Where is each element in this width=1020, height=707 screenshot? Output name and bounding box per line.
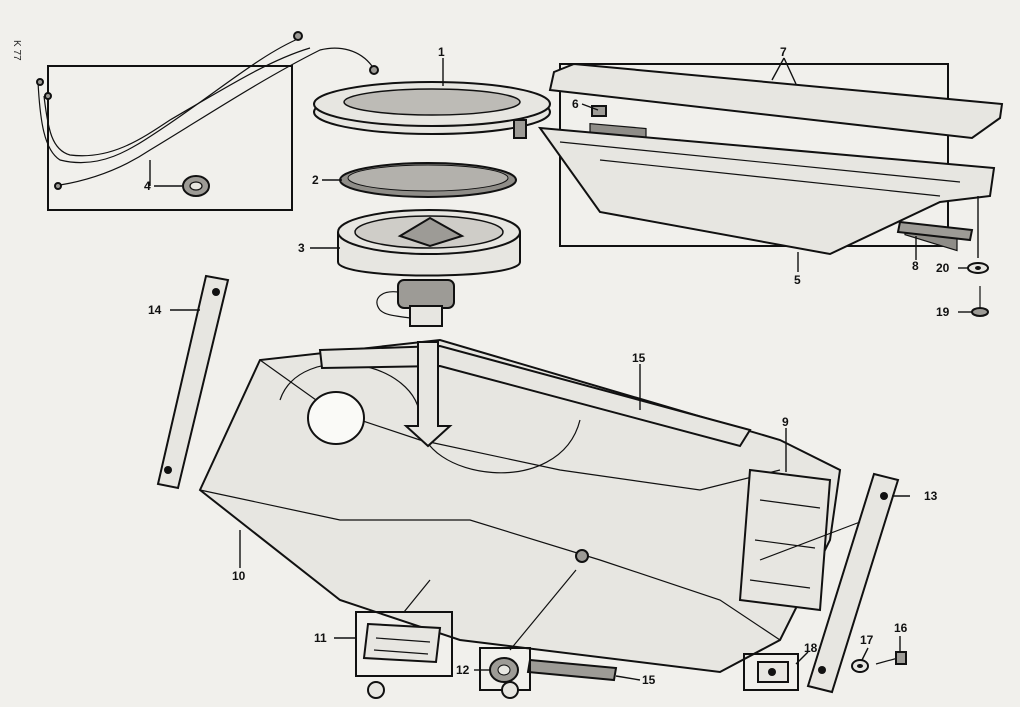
mounting-bar-part-13 <box>806 472 900 694</box>
callout-4: 4 <box>144 179 151 193</box>
callout-15-upper: 15 <box>632 351 646 365</box>
callout-5: 5 <box>794 273 801 287</box>
callout-13: 13 <box>924 489 938 503</box>
callout-8: 8 <box>912 259 919 273</box>
washer-part-20 <box>967 262 989 274</box>
callout-2: 2 <box>312 173 319 187</box>
callout-labels: 1 2 3 4 5 6 7 8 9 10 11 12 13 14 15 15 1… <box>144 45 950 687</box>
heater-main-housing-part-10 <box>198 338 861 674</box>
callout-15-lower: 15 <box>642 673 656 687</box>
clip-part-11 <box>355 579 453 677</box>
leader-lines <box>149 57 972 681</box>
fan-ring-part-1 <box>313 81 551 139</box>
callout-11: 11 <box>314 631 327 645</box>
washer-part-17 <box>851 659 869 673</box>
loose-fastener <box>367 681 385 699</box>
grommet-part-4 <box>182 175 210 197</box>
clip-part-18 <box>743 653 799 691</box>
callout-3: 3 <box>298 241 305 255</box>
callout-1: 1 <box>438 45 445 59</box>
bolt-part-16 <box>875 651 907 665</box>
callout-6: 6 <box>572 97 579 111</box>
screw-part-19 <box>971 286 989 317</box>
air-distribution-housing-group <box>537 62 1004 256</box>
mounting-bar-part-14 <box>156 274 230 490</box>
callout-16: 16 <box>894 621 908 635</box>
blower-fan-part-3 <box>337 209 521 327</box>
corner-code: K 77 <box>11 40 22 61</box>
wiring-harness-panel <box>36 31 379 211</box>
callout-20: 20 <box>936 261 950 275</box>
callout-17: 17 <box>860 633 874 647</box>
callout-14: 14 <box>148 303 162 317</box>
mesh-screen-part-2 <box>339 162 517 198</box>
callout-12: 12 <box>456 663 470 677</box>
seal-strip-part-15 <box>526 658 618 682</box>
callout-18: 18 <box>804 641 818 655</box>
callout-10: 10 <box>232 569 246 583</box>
callout-19: 19 <box>936 305 950 319</box>
loose-fastener <box>501 681 519 699</box>
callout-9: 9 <box>782 415 789 429</box>
callout-7: 7 <box>780 45 787 59</box>
